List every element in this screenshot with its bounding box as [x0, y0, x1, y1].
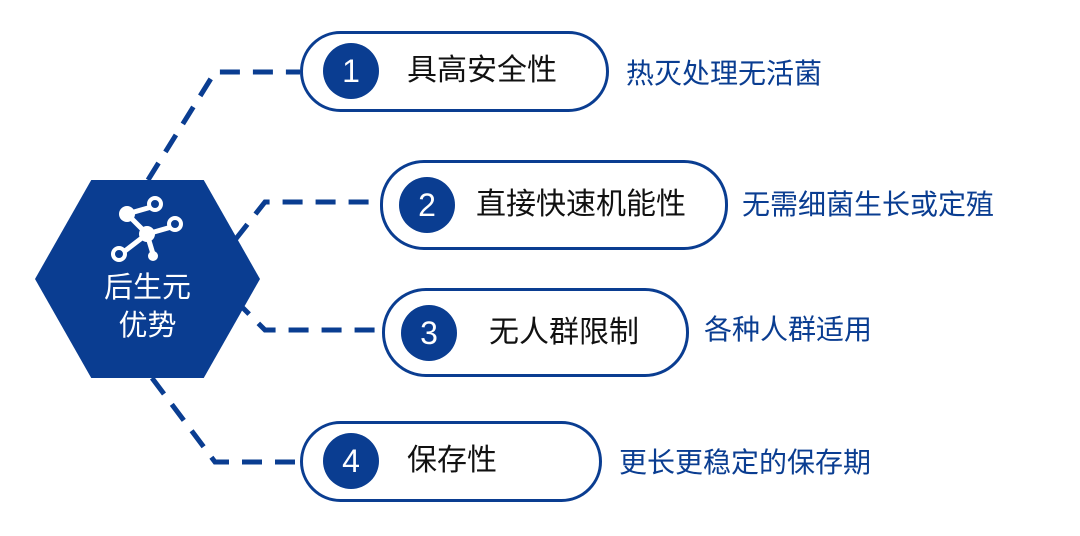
number-badge-2: 2 — [399, 177, 455, 233]
connector-4 — [150, 376, 300, 465]
hub-hexagon: 后生元 优势 — [35, 180, 260, 378]
number-badge-4: 4 — [323, 433, 379, 489]
advantage-description-2: 无需细菌生长或定殖 — [742, 188, 995, 221]
advantage-pill-2: 2 直接快速机能性 — [380, 160, 728, 250]
advantage-pill-4: 4 保存性 — [300, 421, 602, 502]
molecule-icon — [111, 196, 183, 262]
connector-1 — [145, 69, 300, 182]
advantage-pill-1: 1 具高安全性 — [300, 31, 609, 112]
advantage-description-1: 热灭处理无活菌 — [626, 57, 823, 90]
advantage-description-4: 更长更稳定的保存期 — [619, 446, 872, 479]
number-badge-3: 3 — [401, 305, 457, 361]
advantage-label-4: 保存性 — [407, 443, 497, 478]
hub-hexagon-shape — [35, 180, 260, 378]
advantage-label-2: 直接快速机能性 — [476, 187, 686, 222]
number-badge-1: 1 — [323, 43, 379, 99]
advantage-label-1: 具高安全性 — [407, 53, 557, 88]
hub-title-line-2: 优势 — [118, 308, 177, 342]
advantage-pill-3: 3 无人群限制 — [382, 288, 689, 377]
hub-title-line-1: 后生元 — [103, 270, 191, 304]
advantage-description-3: 各种人群适用 — [704, 313, 873, 346]
advantage-label-3: 无人群限制 — [489, 315, 639, 350]
